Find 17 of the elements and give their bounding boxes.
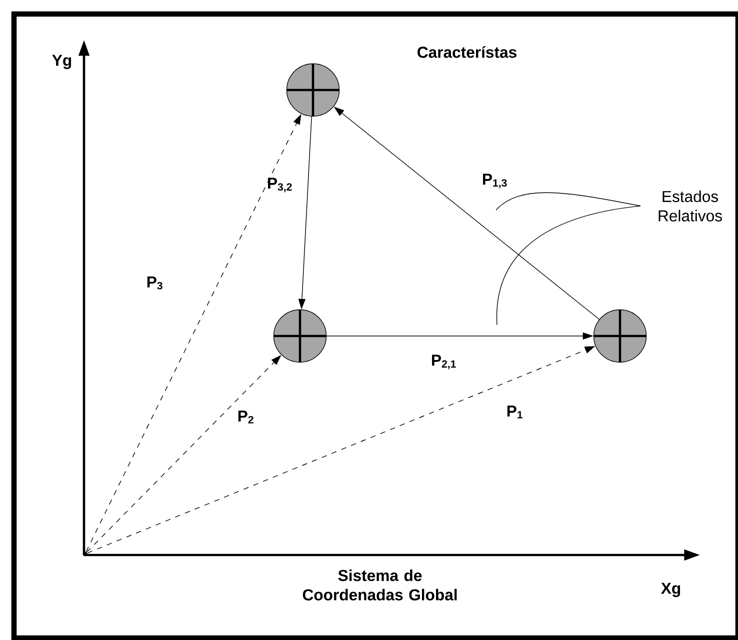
edge-label: P$_{1,3}$: [483, 174, 507, 188]
edge-label: P$_{2}$: [238, 410, 254, 424]
edge-label: P$_{1}$: [507, 406, 522, 418]
axis-label: Xg: [661, 582, 680, 598]
feature-circle: [593, 309, 647, 363]
leader-line: [496, 192, 641, 210]
edge-label: P$_{3,2}$: [268, 178, 292, 192]
edge-label: P$_{2,1}$: [432, 354, 456, 370]
feature-circle: [286, 63, 340, 117]
edge-label: P$_{3}$: [147, 276, 162, 290]
caption: Sistema de Coordenadas Global: [302, 570, 457, 600]
origin-point: [82, 552, 88, 556]
leader-line: [496, 206, 641, 326]
feature-circle: [273, 309, 327, 363]
text-label: Estados Relativos: [658, 190, 722, 222]
heading: Característas: [418, 46, 516, 58]
axis-label: Yg: [52, 54, 72, 70]
